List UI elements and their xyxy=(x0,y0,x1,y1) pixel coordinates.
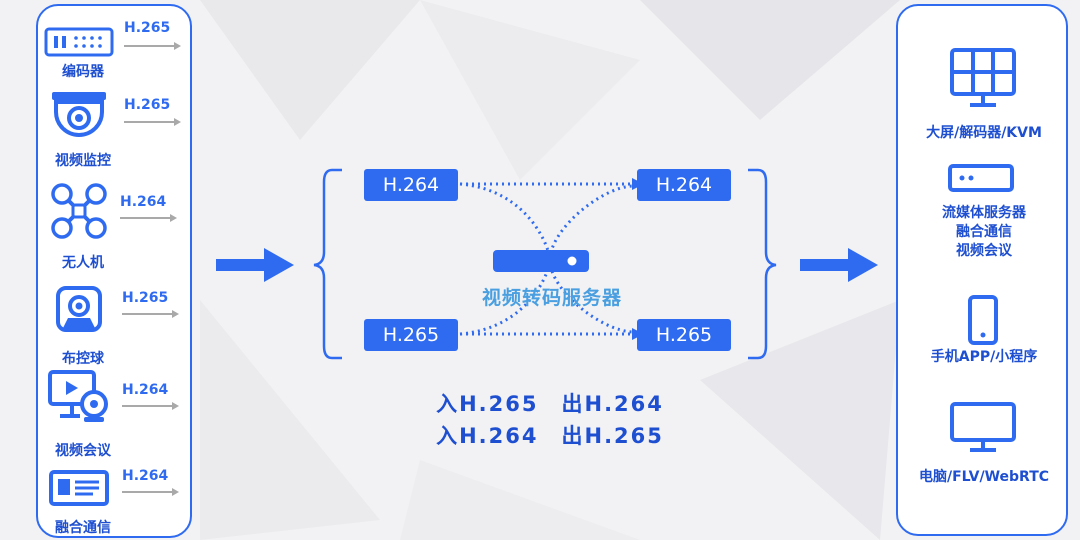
encoder-icon xyxy=(44,27,114,57)
source-label: 编码器 xyxy=(62,64,104,80)
fusion-communication-icon xyxy=(49,470,109,506)
destination-label: 流媒体服务器 融合通信 视频会议 xyxy=(942,205,1026,259)
dome-camera-icon xyxy=(52,92,106,137)
destination-label: 电脑/FLV/WebRTC xyxy=(918,469,1050,485)
source-codec: H.264 xyxy=(122,382,169,398)
output-box-h265: H.265 xyxy=(637,319,731,351)
summary-line: 入H.265 出H.264 xyxy=(436,392,664,416)
source-codec: H.265 xyxy=(122,290,169,306)
output-box-h264: H.264 xyxy=(637,169,731,201)
source-label: 融合通信 xyxy=(55,520,111,536)
transcoding-server-title: 视频转码服务器 xyxy=(481,287,622,309)
input-box-h264: H.264 xyxy=(364,169,458,201)
left-brace xyxy=(313,168,342,360)
destination-label: 大屏/解码器/KVM xyxy=(926,125,1042,141)
transcoding-diagram xyxy=(313,168,777,360)
destination-label: 手机APP/小程序 xyxy=(930,349,1038,365)
monitor-icon xyxy=(950,402,1016,452)
server-icon xyxy=(948,164,1014,192)
right-brace xyxy=(748,168,777,360)
source-label: 视频会议 xyxy=(55,443,111,459)
source-codec: H.264 xyxy=(122,468,169,484)
input-flow-arrow xyxy=(216,248,294,282)
source-label: 无人机 xyxy=(62,255,104,271)
flow-265-264 xyxy=(459,184,633,336)
input-box-h265: H.265 xyxy=(364,319,458,351)
gray-arrow xyxy=(124,118,181,126)
output-flow-arrow xyxy=(800,248,878,282)
video-wall-icon xyxy=(950,48,1016,107)
source-panel: H.265 编码器 H.265 视频监控 H.264 xyxy=(36,4,192,538)
source-label: 视频监控 xyxy=(55,153,111,169)
source-codec: H.265 xyxy=(124,97,171,113)
source-codec: H.265 xyxy=(124,20,171,36)
gray-arrow xyxy=(120,214,177,222)
video-conference-icon xyxy=(48,370,108,422)
gray-arrow xyxy=(122,402,179,410)
source-codec: H.264 xyxy=(120,194,167,210)
destination-panel: 大屏/解码器/KVM 流媒体服务器 融合通信 视频会议 手机APP/小程序 电脑… xyxy=(896,4,1068,536)
source-label: 布控球 xyxy=(62,351,104,367)
summary-line: 入H.264 出H.265 xyxy=(436,424,664,448)
server-icon xyxy=(493,250,589,272)
drone-icon xyxy=(51,183,107,239)
gray-arrow xyxy=(124,42,181,50)
gray-arrow xyxy=(122,488,179,496)
ptz-ball-camera-icon xyxy=(56,286,102,332)
gray-arrow xyxy=(122,310,179,318)
mobile-phone-icon xyxy=(968,295,998,345)
